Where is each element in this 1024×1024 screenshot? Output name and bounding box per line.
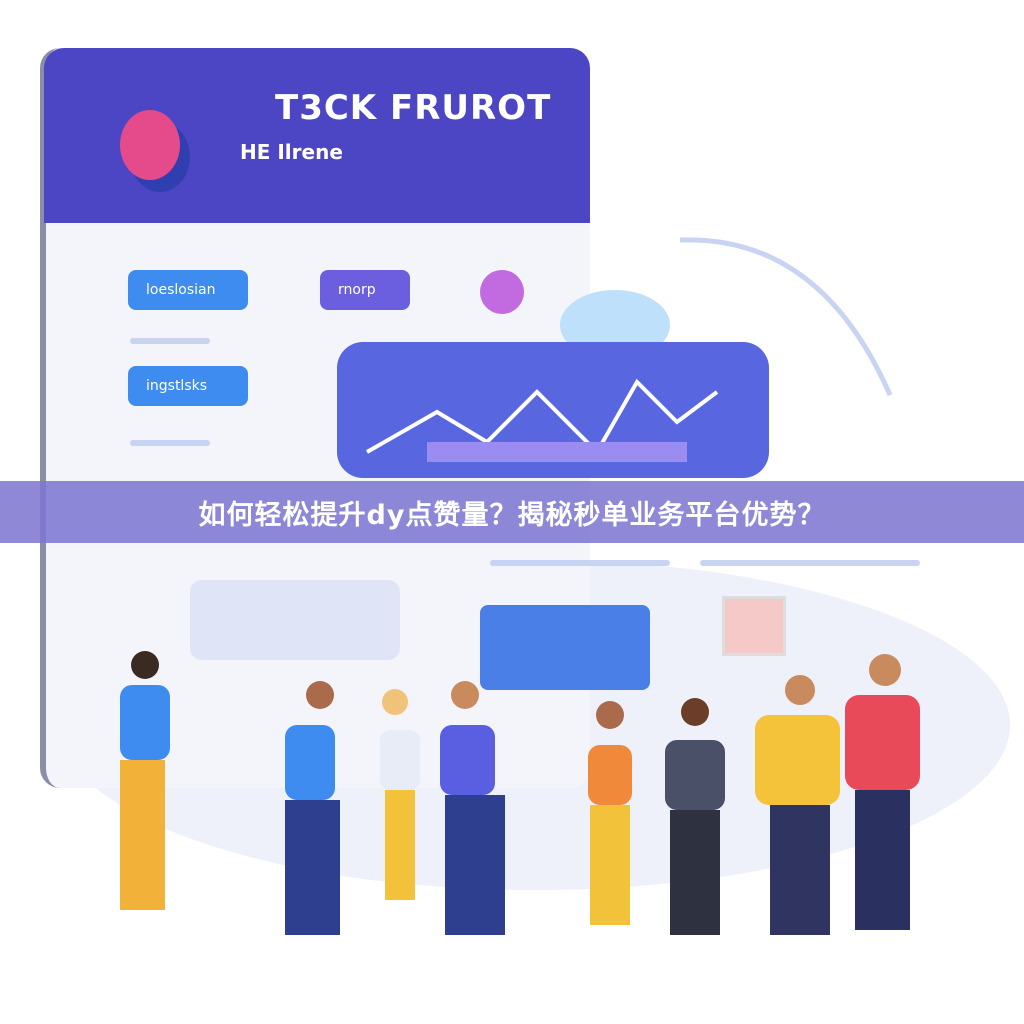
logo-icon	[120, 110, 180, 180]
card	[190, 580, 400, 660]
person	[588, 701, 632, 925]
chip-1: loeslosian	[128, 270, 248, 310]
badge-icon	[480, 270, 524, 314]
header-logo-text: T3CK FRUROT	[275, 88, 552, 128]
curve-line	[679, 237, 893, 397]
person	[665, 698, 725, 935]
hero-card	[337, 342, 769, 478]
chart-illustration	[366, 378, 719, 462]
person	[285, 681, 340, 935]
chip-3: ingstlsks	[128, 366, 248, 406]
divider	[490, 560, 670, 566]
banner-title: 如何轻松提升dy点赞量？揭秘秒单业务平台优势？	[198, 499, 826, 531]
person	[440, 681, 505, 935]
chip-2: rnorp	[320, 270, 410, 310]
header-subtext: HE Ilrene	[240, 140, 343, 164]
person	[380, 689, 420, 900]
people-group	[120, 651, 920, 935]
title-banner: 如何轻松提升dy点赞量？揭秘秒单业务平台优势？	[0, 481, 1024, 543]
picture-frame	[722, 596, 786, 656]
divider	[130, 440, 210, 446]
person	[845, 654, 920, 930]
divider	[700, 560, 920, 566]
divider	[130, 338, 210, 344]
person	[755, 675, 840, 935]
screen	[480, 605, 650, 690]
person	[120, 651, 170, 910]
